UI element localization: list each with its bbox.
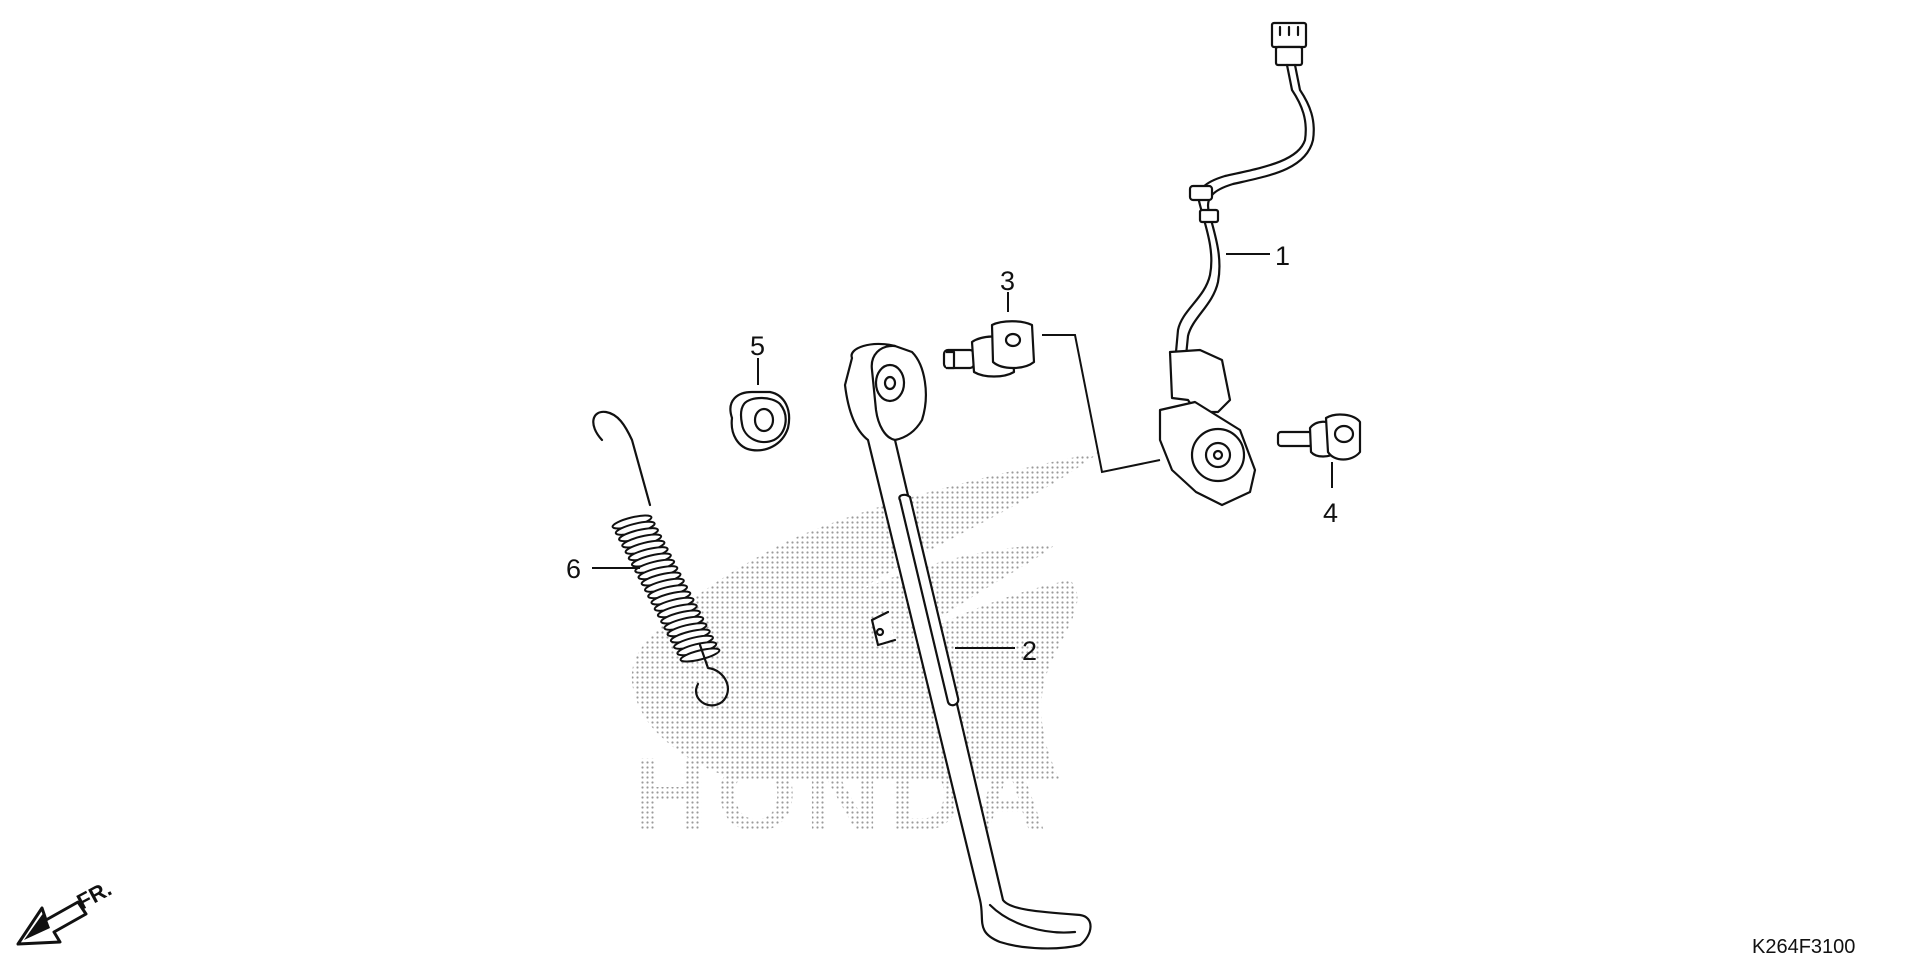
callout-part-1: 1 — [1275, 241, 1290, 271]
wing-watermark-icon — [631, 452, 1100, 780]
side-stand-switch-icon — [1158, 21, 1315, 507]
spring-icon — [592, 410, 729, 707]
honda-watermark-text: HONDA — [633, 737, 1054, 853]
callout-part-3: 3 — [1000, 266, 1015, 296]
callout-part-4: 4 — [1323, 498, 1338, 528]
callout-part-5: 5 — [750, 331, 765, 361]
flange-bolt-icon — [1276, 413, 1362, 461]
spring-coil — [679, 647, 721, 663]
diagram-code: K264F3100 — [1752, 936, 1855, 958]
callout-part-2: 2 — [1022, 636, 1037, 666]
pivot-bolt-icon — [942, 320, 1036, 378]
callout-part-6: 6 — [566, 554, 581, 584]
nut-icon — [729, 390, 791, 452]
part-callouts: 1 2 3 4 5 6 — [566, 241, 1338, 666]
front-direction-indicator: FR. — [16, 876, 116, 946]
side-stand-icon — [843, 342, 1092, 950]
